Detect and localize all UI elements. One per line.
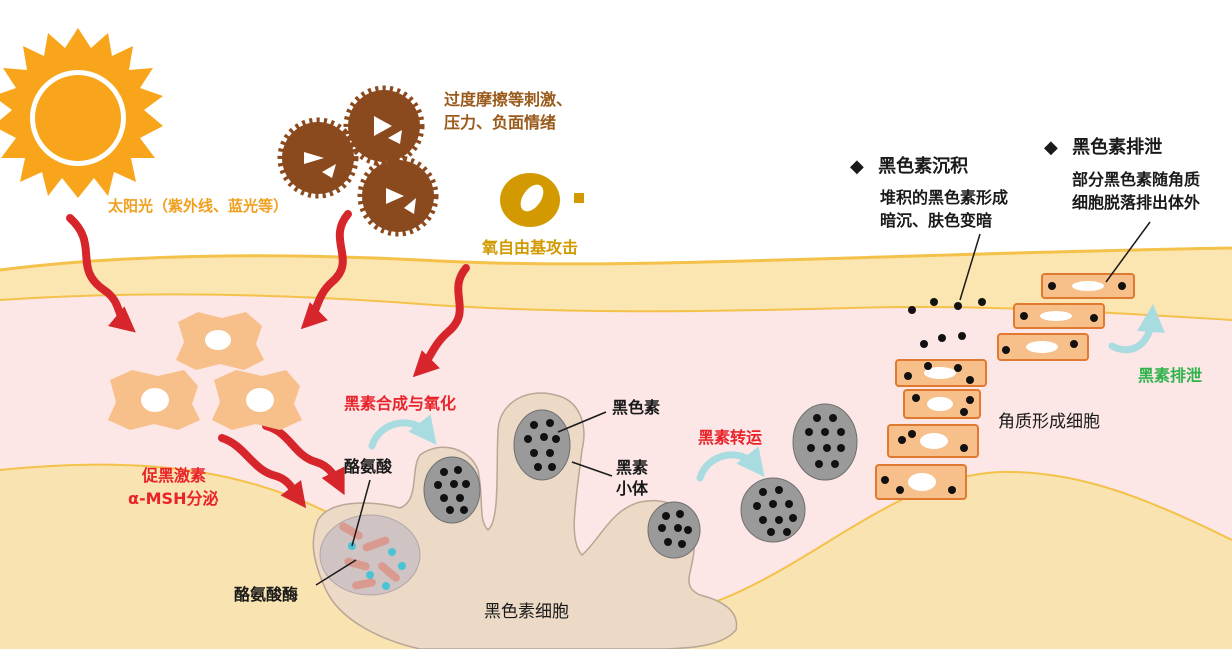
melanosome-4 xyxy=(740,477,806,543)
msh-arrow-1 xyxy=(218,434,307,509)
melanin-dots xyxy=(881,282,1126,494)
excrete-desc-line2: 细胞脱落排出体外 xyxy=(1072,193,1201,212)
leader-lines xyxy=(315,221,1151,586)
melanosomes xyxy=(423,403,858,559)
synthesis-arrow xyxy=(368,414,437,450)
deposit-title: ◆ 黑色素沉积 xyxy=(850,156,968,179)
stress-balls-icon xyxy=(277,85,439,237)
stress-label-line1: 过度摩擦等刺激、 xyxy=(444,90,573,109)
radical-icon xyxy=(500,173,584,227)
msh-label-line2: α-MSH分泌 xyxy=(128,489,219,508)
cell-3 xyxy=(212,370,302,430)
radical-label: 氧自由基攻击 xyxy=(482,238,579,257)
transport-arrow xyxy=(696,446,765,482)
cell-2 xyxy=(108,370,200,430)
kc-6 xyxy=(1013,303,1105,329)
transport-label: 黑素转运 xyxy=(698,428,763,447)
tyrosinase-leader xyxy=(315,559,357,586)
radical-arrow xyxy=(412,264,470,378)
melanosome-label-line2: 小体 xyxy=(616,479,649,498)
kc-5 xyxy=(997,333,1089,361)
excrete-title: ◆ 黑色素排泄 xyxy=(1044,137,1162,160)
melanosome-label-line1: 黑素 xyxy=(616,458,649,477)
excretion-arrow xyxy=(1108,304,1165,354)
deposit-desc-line1: 堆积的黑色素形成 xyxy=(880,188,1009,207)
excrete-title-text: 黑色素排泄 xyxy=(1072,137,1163,158)
tyrosinase-label: 酪氨酸酶 xyxy=(234,585,299,604)
stress-arrow xyxy=(300,210,352,330)
melanocyte-label: 黑色素细胞 xyxy=(484,602,569,622)
bullet-icon: ◆ xyxy=(850,156,864,177)
sun-icon xyxy=(0,28,163,198)
sun-label: 太阳光（紫外线、蓝光等） xyxy=(108,197,289,215)
stimulus-arrows xyxy=(66,210,470,509)
melanocyte-cell xyxy=(312,392,738,650)
excretion-label: 黑素排泄 xyxy=(1138,366,1203,385)
tyrosine-label: 酪氨酸 xyxy=(344,457,393,476)
excrete-desc-line1: 部分黑色素随角质 xyxy=(1072,170,1201,189)
melanin-leader xyxy=(557,411,607,433)
msh-arrow-2 xyxy=(262,422,345,496)
kc-7 xyxy=(1041,273,1135,299)
deposit-title-text: 黑色素沉积 xyxy=(878,156,969,177)
bullet-icon: ◆ xyxy=(1044,137,1058,158)
melanosome-2 xyxy=(513,409,571,481)
dermis-layer xyxy=(0,464,1232,649)
tyrosine-leader xyxy=(351,479,371,547)
keratinocyte-label: 角质形成细胞 xyxy=(998,412,1100,432)
sun-arrow xyxy=(66,214,136,333)
melanosome-1 xyxy=(423,456,481,524)
melanosome-5 xyxy=(792,403,858,481)
msh-label-line1: 促黑激素 xyxy=(142,466,207,485)
tyrosinase-cluster xyxy=(319,514,421,596)
cell-1 xyxy=(176,312,264,370)
synthesis-label: 黑素合成与氧化 xyxy=(344,394,457,413)
melanin-label: 黑色素 xyxy=(612,398,661,417)
skin-surface-line xyxy=(0,246,1232,272)
deposit-leader xyxy=(959,233,981,301)
deposit-desc-line2: 暗沉、肤色变暗 xyxy=(880,211,993,230)
process-arrows xyxy=(368,304,1165,482)
excrete-leader xyxy=(1105,221,1151,283)
stress-label-line2: 压力、负面情绪 xyxy=(444,113,557,132)
melanosome-3 xyxy=(647,501,701,559)
stimulated-cells xyxy=(108,312,302,430)
kc-4 xyxy=(895,359,987,387)
melanosome-leader xyxy=(571,461,613,477)
